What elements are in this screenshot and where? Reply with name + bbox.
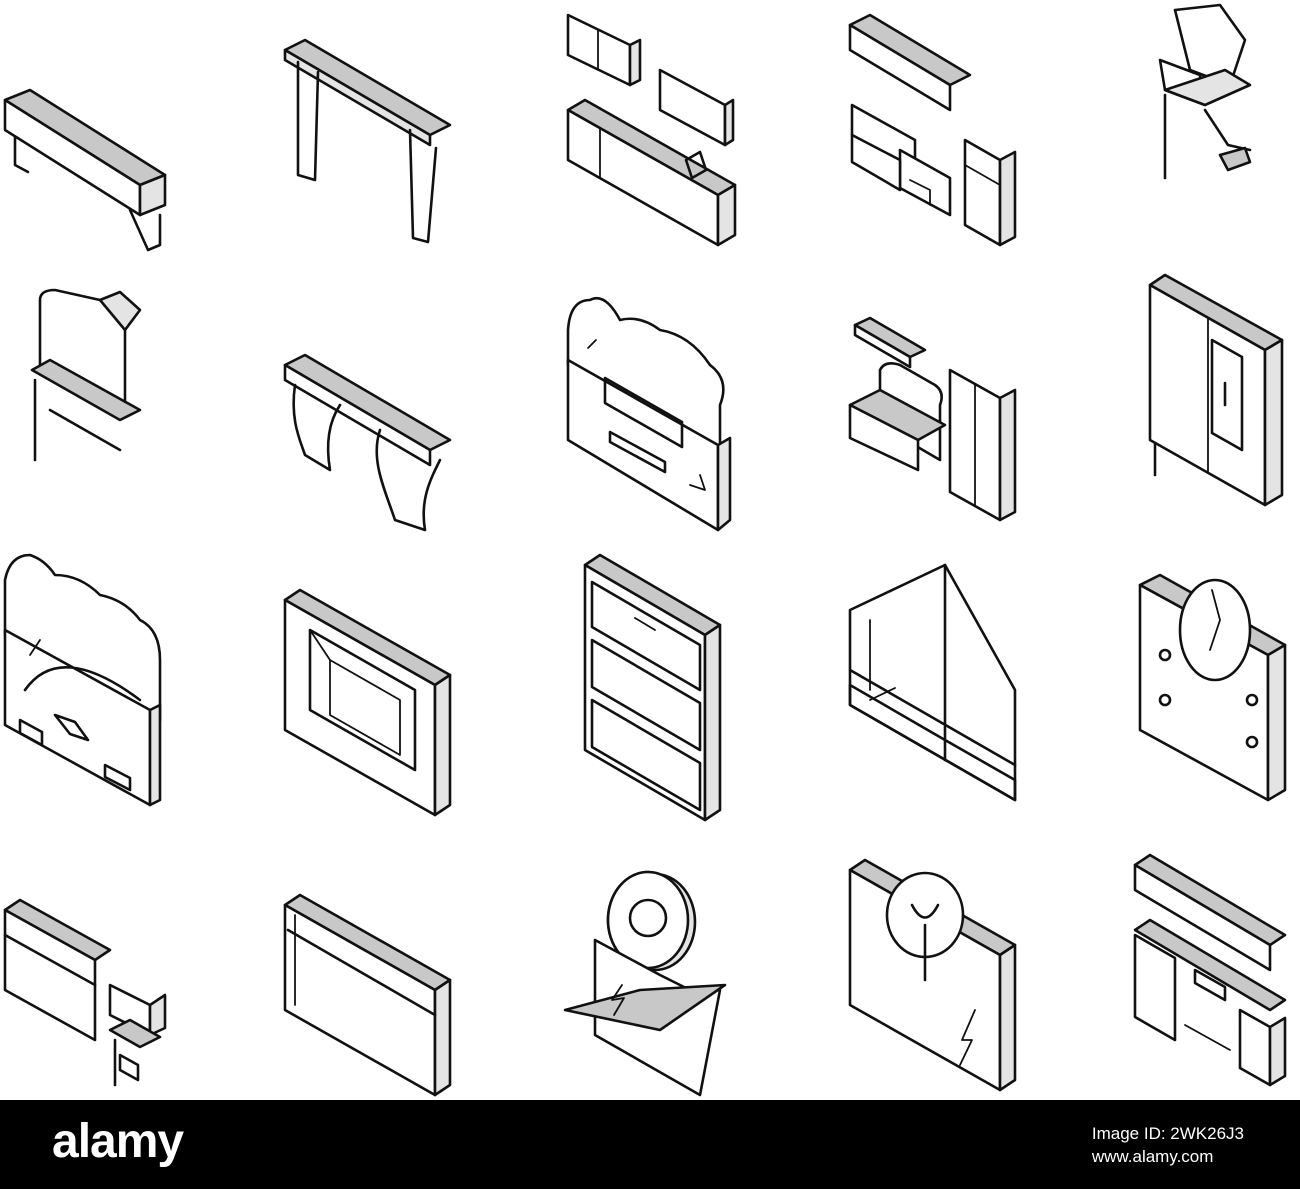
bedroom-set-icon xyxy=(848,316,1017,522)
image-meta: Image ID: 2WK26J3 www.alamy.com xyxy=(1092,1122,1244,1168)
icon-grid xyxy=(3,3,1287,1097)
table-icon xyxy=(283,353,452,532)
watermark-footer: alamy Image ID: 2WK26J3 www.alamy.com xyxy=(0,1100,1300,1189)
alamy-logo: alamy xyxy=(52,1115,184,1168)
damaged-dresser-icon xyxy=(566,296,732,532)
mirror-dresser-icon xyxy=(1138,573,1287,802)
wardrobe-repair-icon xyxy=(848,858,1017,1092)
damaged-cabinet-icon xyxy=(3,553,162,807)
site-url-text: www.alamy.com xyxy=(1091,1147,1214,1166)
image-id-text: Image ID: 2WK26J3 xyxy=(1091,1124,1244,1143)
chest-of-drawers-icon xyxy=(583,553,722,822)
kitchen-set-icon xyxy=(848,13,1017,247)
kitchen-counter-icon xyxy=(1133,853,1287,1087)
shelving-desk-icon xyxy=(3,898,167,1087)
kitchen-cabinets-icon xyxy=(566,13,737,247)
bench-icon xyxy=(3,88,167,252)
chair-icon xyxy=(30,288,142,462)
console-table-icon xyxy=(283,38,452,244)
broken-chair-icon xyxy=(1158,3,1252,180)
frame-icon xyxy=(283,588,452,817)
wardrobe-icon xyxy=(1148,273,1284,507)
repair-gear-icon xyxy=(563,870,727,1097)
bookshelf-icon xyxy=(283,893,452,1097)
attic-shelf-icon xyxy=(848,563,1017,802)
